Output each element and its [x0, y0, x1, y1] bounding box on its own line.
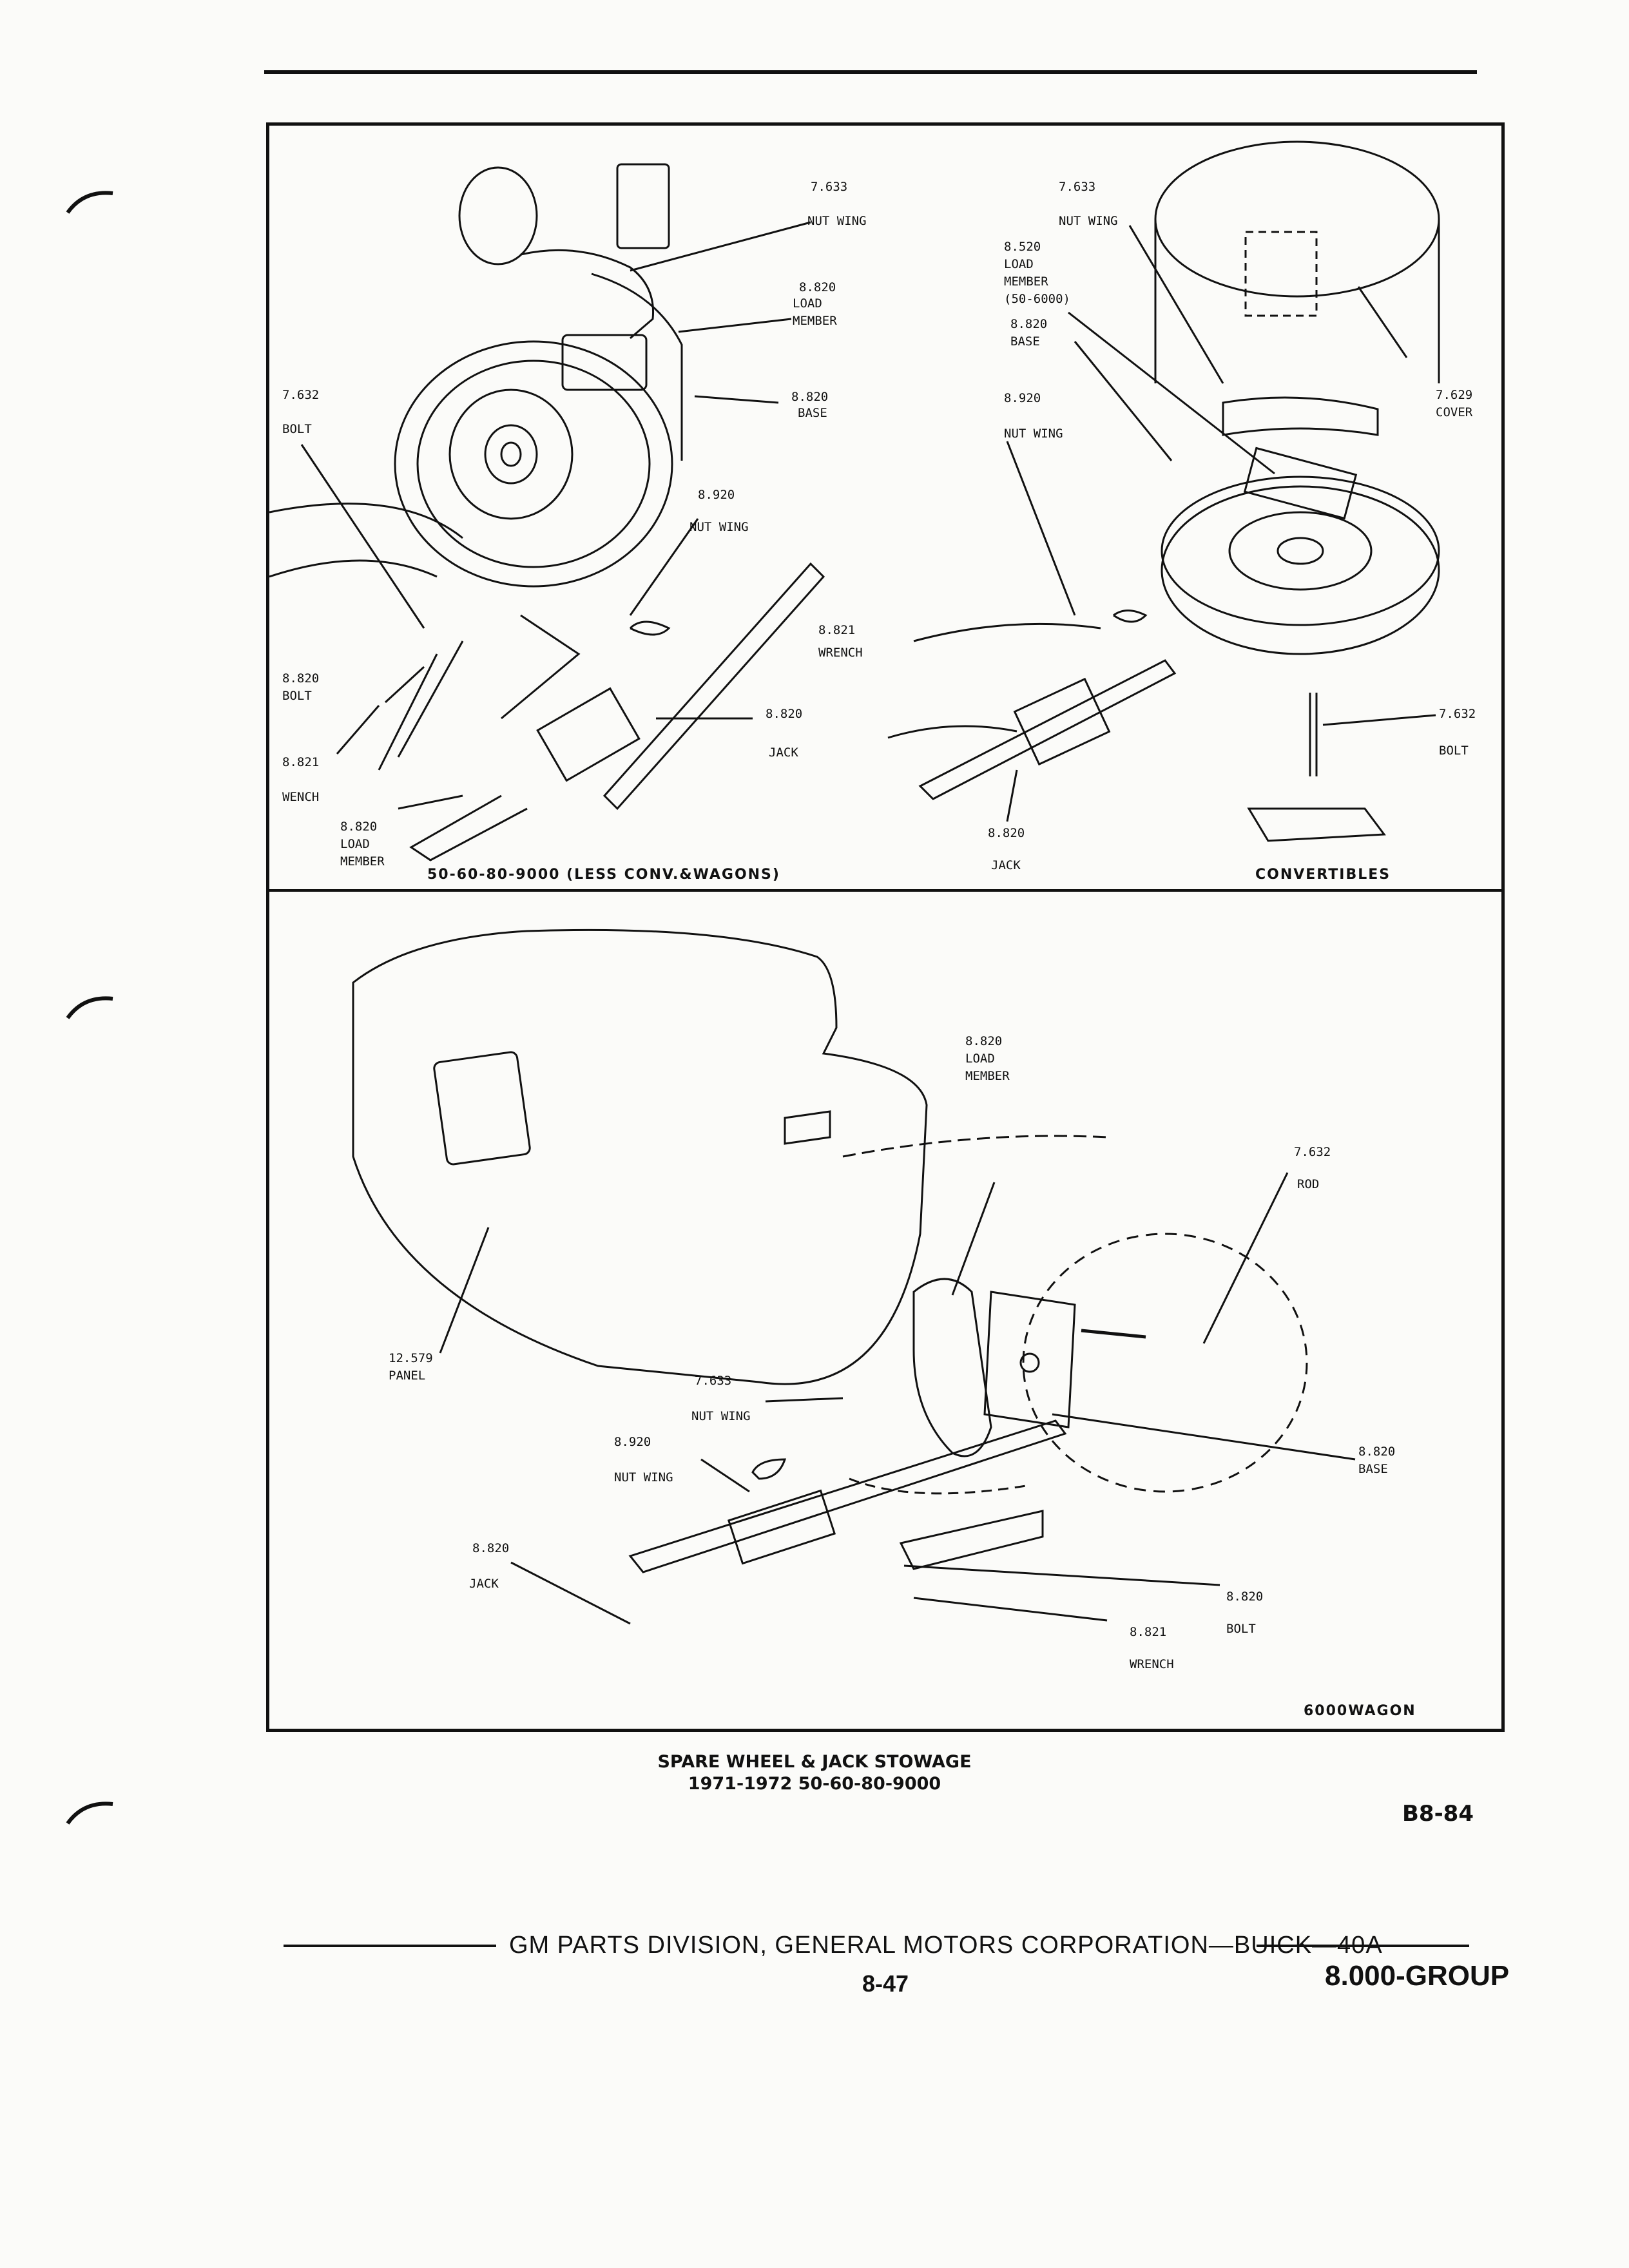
spare-tire-illustration: [269, 163, 683, 588]
label-wagon-wrench: WRENCH: [1130, 1657, 1174, 1671]
label-wench: 8.821 WENCH: [282, 755, 320, 804]
label-conv-jack-number: 8.820: [988, 826, 1025, 840]
label-nut-wing-2-number: 8.920: [698, 488, 735, 502]
label-conv-base: 8.820 BASE: [1010, 317, 1048, 349]
figure-subtitle: 1971-1972 50-60-80-9000: [688, 1774, 941, 1794]
label-base: BASE: [798, 406, 827, 420]
label-bolt-2: 8.820 BOLT: [282, 671, 320, 703]
label-nut-wing: NUT WING: [807, 214, 867, 228]
footer-group: 8.000-GROUP: [1325, 1960, 1510, 1992]
label-wagon-nut-wing-2: NUT WING: [614, 1470, 673, 1485]
label-bolt: BOLT: [282, 422, 312, 436]
label-conv-nut-wing-2: NUT WING: [1004, 427, 1063, 441]
caption-sedans: 50-60-80-9000 (LESS CONV.&WAGONS): [427, 867, 780, 883]
label-wagon-bolt: BOLT: [1226, 1622, 1256, 1636]
label-wagon-bolt-number: 8.820: [1226, 1590, 1264, 1604]
label-jack-number: 8.820: [766, 707, 803, 721]
label-jack: JACK: [769, 745, 798, 760]
label-wagon-jack-number: 8.820: [472, 1541, 510, 1555]
label-wagon-nut-wing-2-number: 8.920: [614, 1435, 651, 1449]
label-conv-load-member: 8.520 LOAD MEMBER (50-6000): [1004, 240, 1070, 306]
label-base-number: 8.820: [791, 390, 829, 404]
label-conv-nut-wing-2-number: 8.920: [1004, 391, 1041, 405]
label-load-member: LOAD MEMBER: [793, 296, 837, 328]
panel-divider: [269, 889, 1501, 892]
footer-page-number: 8-47: [862, 1970, 909, 1997]
label-wagon-load-member: 8.820 LOAD MEMBER: [965, 1034, 1010, 1083]
footer-rule-left: [284, 1945, 496, 1947]
label-wagon-nut-wing-number: 7.633: [695, 1374, 732, 1388]
wagon-panel-illustration: [352, 928, 1308, 1493]
convertible-wheel-illustration: [1154, 140, 1440, 842]
label-conv-cover: 7.629 COVER: [1436, 388, 1473, 419]
label-wagon-panel: 12.579 PANEL: [389, 1351, 433, 1383]
label-wrench-number: 8.821: [818, 623, 856, 637]
label-load-member-2: 8.820 LOAD MEMBER: [340, 820, 385, 869]
header-rule: [264, 70, 1477, 74]
label-conv-jack: JACK: [991, 858, 1021, 872]
caption-convertibles: CONVERTIBLES: [1255, 867, 1391, 883]
label-bolt-number: 7.632: [282, 388, 320, 402]
label-wagon-rod: ROD: [1297, 1177, 1320, 1191]
label-wagon-nut-wing: NUT WING: [691, 1409, 751, 1423]
label-wagon-jack: JACK: [469, 1577, 499, 1591]
footer-publisher: GM PARTS DIVISION, GENERAL MOTORS CORPOR…: [509, 1932, 1383, 1959]
wagon-jack-illustration: [628, 1419, 1067, 1573]
wagon-load-member-illustration: [912, 1278, 1146, 1457]
convertible-jack-illustration: [887, 610, 1177, 800]
label-wrench: WRENCH: [818, 646, 863, 660]
punch-hole-mark: [66, 996, 113, 1019]
caption-wagon: 6000WAGON: [1304, 1703, 1416, 1719]
label-conv-nut-wing: NUT WING: [1059, 214, 1118, 228]
jack-illustration: [378, 562, 825, 861]
label-load-member-number: 8.820: [799, 280, 836, 294]
footer-rule-right: [1257, 1945, 1469, 1947]
punch-hole-mark: [66, 191, 113, 214]
label-wagon-wrench-number: 8.821: [1130, 1625, 1167, 1639]
label-nut-wing-number: 7.633: [811, 180, 848, 194]
label-conv-bolt: BOLT: [1439, 744, 1469, 758]
illustration-frame: 7.633 NUT WING 8.820 LOAD MEMBER 8.820 B…: [266, 122, 1505, 1732]
figure-code: B8-84: [1402, 1801, 1474, 1827]
figure-title: SPARE WHEEL & JACK STOWAGE: [657, 1752, 972, 1772]
label-conv-bolt-number: 7.632: [1439, 707, 1476, 721]
illustration-drawing: [269, 140, 1440, 1625]
punch-hole-mark: [66, 1802, 113, 1825]
label-wagon-rod-number: 7.632: [1294, 1145, 1331, 1159]
label-conv-nut-wing-number: 7.633: [1059, 180, 1096, 194]
label-nut-wing-2: NUT WING: [689, 520, 749, 534]
label-wagon-base: 8.820 BASE: [1358, 1445, 1396, 1476]
